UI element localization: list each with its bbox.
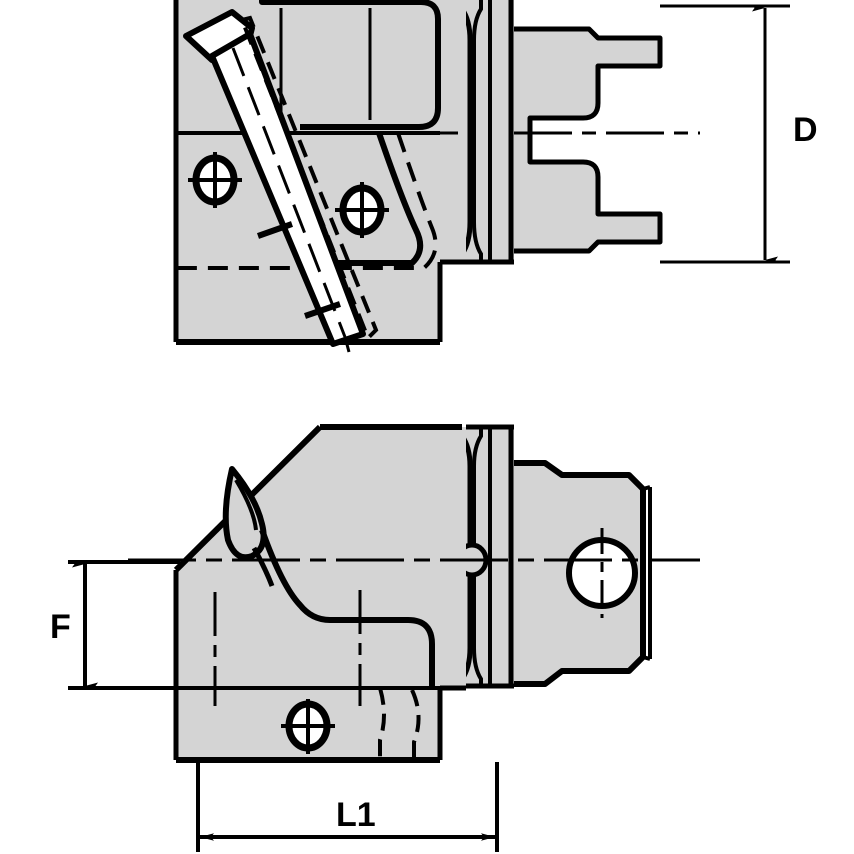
top-view-flange [459,0,514,265]
screw-thread-centerline [231,47,347,338]
top-view-coupling-shank [508,26,663,254]
shank-end-chamfer-lines [642,485,651,661]
side-view-group: F L1 [50,424,700,852]
side-pad-hidden-line-1 [378,687,386,760]
top-view-main-body [173,0,700,353]
side-pad-hidden-line-2 [410,689,421,760]
side-view-mounting-hole [281,699,335,754]
top-view-mounting-hole-1 [188,152,242,208]
dim-F-label: F [50,608,71,646]
insert-seat-tail [251,546,275,587]
side-view-flange [455,424,514,689]
screw-step-mark-1 [257,221,293,239]
side-view-main-body [128,424,700,763]
top-body-upper-fill-right [440,0,466,133]
dimension-L1: L1 [196,762,499,852]
screw-axis-extension [343,336,351,353]
dim-L1-label: L1 [336,796,376,834]
insert-seat-inner-line [234,478,258,531]
flange-groove-inner-line [472,0,483,262]
screw-step-mark-2 [304,301,341,319]
top-body-mid-fill [440,133,466,262]
top-pocket-outline [259,0,441,130]
dimension-D: D [660,4,818,264]
screw-bore-hidden [239,15,379,342]
top-view-mounting-hole-2 [335,182,389,238]
side-view-coupling-shank [508,460,652,687]
side-pocket-sweep [259,528,435,688]
fork-shank-body [508,26,663,254]
top-view-group: D [173,0,818,353]
hidden-sweep-dashed [176,132,438,270]
top-view-clamp-screw [183,9,379,353]
dimension-F: F [50,560,180,690]
dim-D-label: D [793,111,818,149]
pocket-sweep-solid-edge [335,132,424,266]
insert-seat-pocket [222,466,267,561]
